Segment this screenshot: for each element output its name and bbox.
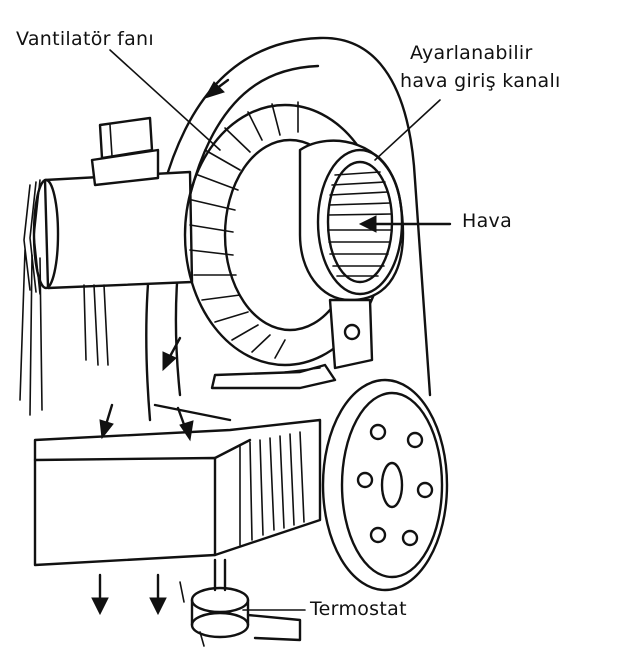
fan-rotor: [183, 101, 387, 367]
label-air: Hava: [462, 210, 513, 232]
duct-bracket: [210, 298, 374, 390]
air-outlet-box: [33, 418, 322, 567]
flywheel: [321, 378, 449, 592]
leader-lines: [109, 49, 441, 611]
air-inlet-duct: [298, 139, 405, 302]
label-fan: Vantilatör fanı: [16, 28, 154, 50]
cylinder-barrel: [19, 170, 194, 416]
airflow-arrows: [91, 78, 452, 647]
label-thermostat: Termostat: [310, 598, 407, 620]
label-inlet-line1: Ayarlanabilir: [410, 42, 533, 64]
label-inlet-line2: hava giriş kanalı: [400, 70, 561, 92]
thermostat-unit: [190, 558, 302, 642]
cylinder-head-block: [90, 116, 160, 187]
